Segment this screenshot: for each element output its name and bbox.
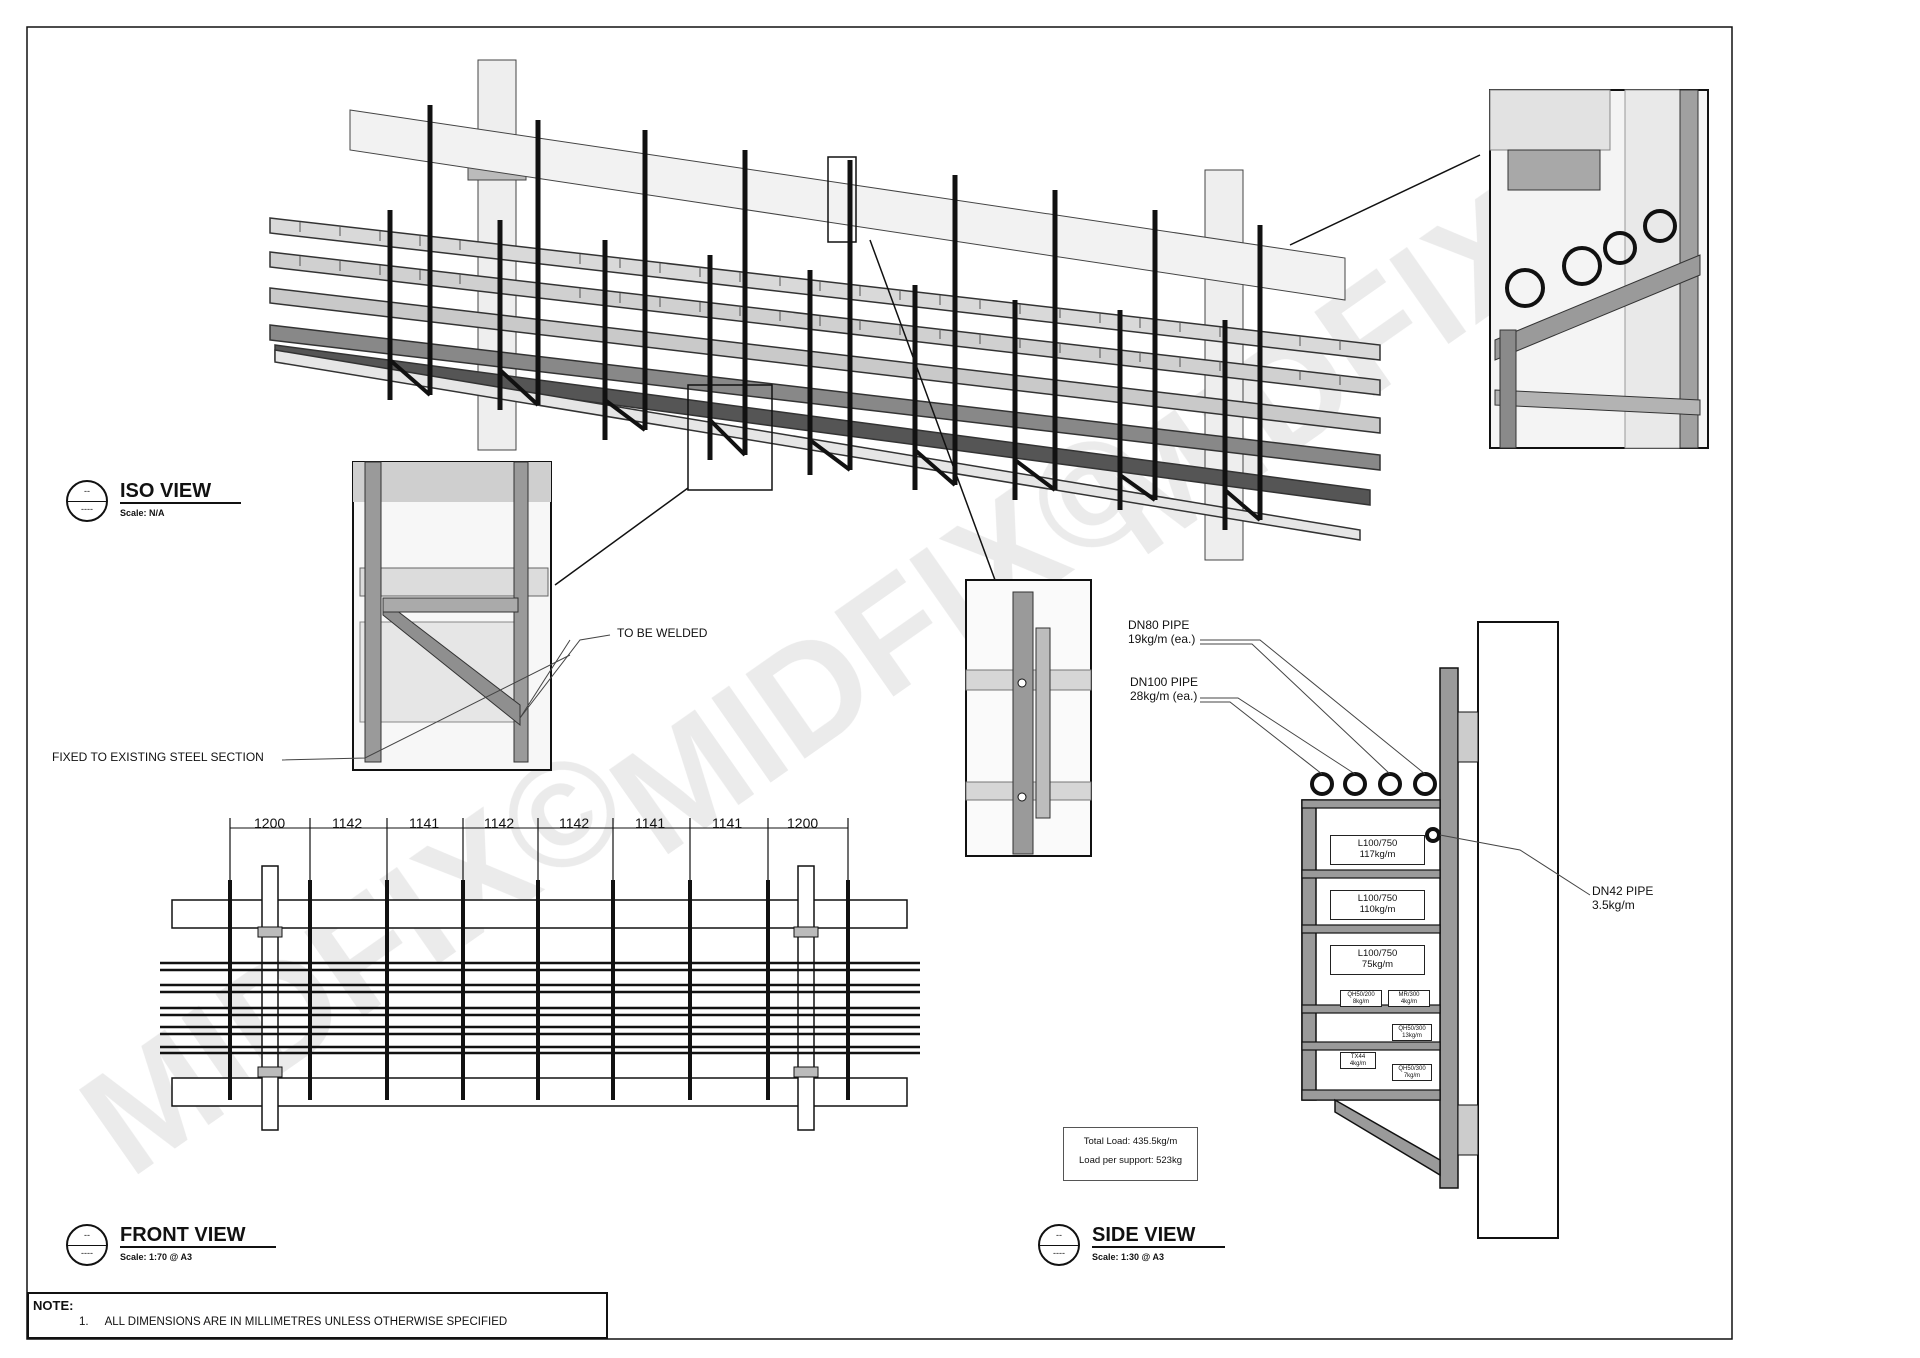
support-frames — [387, 105, 1263, 530]
view-scale: Scale: 1:70 @ A3 — [120, 1252, 192, 1262]
view-scale: Scale: 1:30 @ A3 — [1092, 1252, 1164, 1262]
dimension-6: 1141 — [635, 815, 666, 831]
view-scale: Scale: N/A — [120, 508, 165, 518]
side-view-drawing — [1200, 621, 1591, 1239]
iso-view-title: -- ---- ISO VIEW Scale: N/A — [66, 480, 242, 522]
note-box: NOTE: 1. ALL DIMENSIONS ARE IN MILLIMETR… — [27, 1292, 608, 1339]
view-marker: -- ---- — [1038, 1224, 1080, 1266]
label-dn42-pipe: DN42 PIPE 3.5kg/m — [1592, 884, 1654, 912]
view-name: SIDE VIEW — [1092, 1224, 1226, 1248]
callout-box-pipe — [827, 156, 857, 243]
cable-trays — [269, 217, 1381, 541]
dimension-2: 1142 — [332, 815, 363, 831]
label-dn80-pipe: DN80 PIPE 19kg/m (ea.) — [1128, 618, 1196, 646]
dimension-8: 1200 — [787, 815, 819, 831]
callout-leaders — [281, 634, 611, 761]
view-name: FRONT VIEW — [120, 1224, 276, 1248]
load-summary-box: Total Load: 435.5kg/m Load per support: … — [1063, 1127, 1198, 1181]
support-braces — [388, 358, 1262, 522]
iso-view-drawing — [269, 59, 1481, 586]
callout-box-brace — [687, 384, 773, 491]
detail-channel — [965, 579, 1092, 857]
detail-pipe-clamps — [1489, 89, 1709, 449]
total-load: Total Load: 435.5kg/m — [1083, 1136, 1178, 1147]
callout-to-be-welded: TO BE WELDED — [617, 626, 708, 640]
dimension-3: 1141 — [409, 815, 440, 831]
front-view-title: -- ---- FRONT VIEW Scale: 1:70 @ A3 — [66, 1224, 276, 1266]
dimension-7: 1141 — [712, 815, 743, 831]
label-dn100-pipe: DN100 PIPE 28kg/m (ea.) — [1130, 675, 1199, 703]
dimension-4: 1142 — [484, 815, 515, 831]
note-item: 1. ALL DIMENSIONS ARE IN MILLIMETRES UNL… — [79, 1316, 508, 1328]
dimension-5: 1142 — [559, 815, 590, 831]
front-view-drawing — [160, 818, 920, 1131]
view-marker: -- ---- — [66, 1224, 108, 1266]
callout-fixed-to-steel: FIXED TO EXISTING STEEL SECTION — [52, 750, 264, 764]
note-heading: NOTE: — [33, 1298, 74, 1313]
sheet-border — [26, 26, 1733, 1340]
side-view-title: -- ---- SIDE VIEW Scale: 1:30 @ A3 — [1038, 1224, 1226, 1266]
dimension-1: 1200 — [254, 815, 286, 831]
view-marker: -- ---- — [66, 480, 108, 522]
detail-welded-brace — [352, 461, 552, 771]
load-per-support: Load per support: 523kg — [1079, 1155, 1182, 1166]
svg-text:MIDFIX©: MIDFIX© — [52, 714, 655, 1207]
view-name: ISO VIEW — [120, 480, 242, 504]
